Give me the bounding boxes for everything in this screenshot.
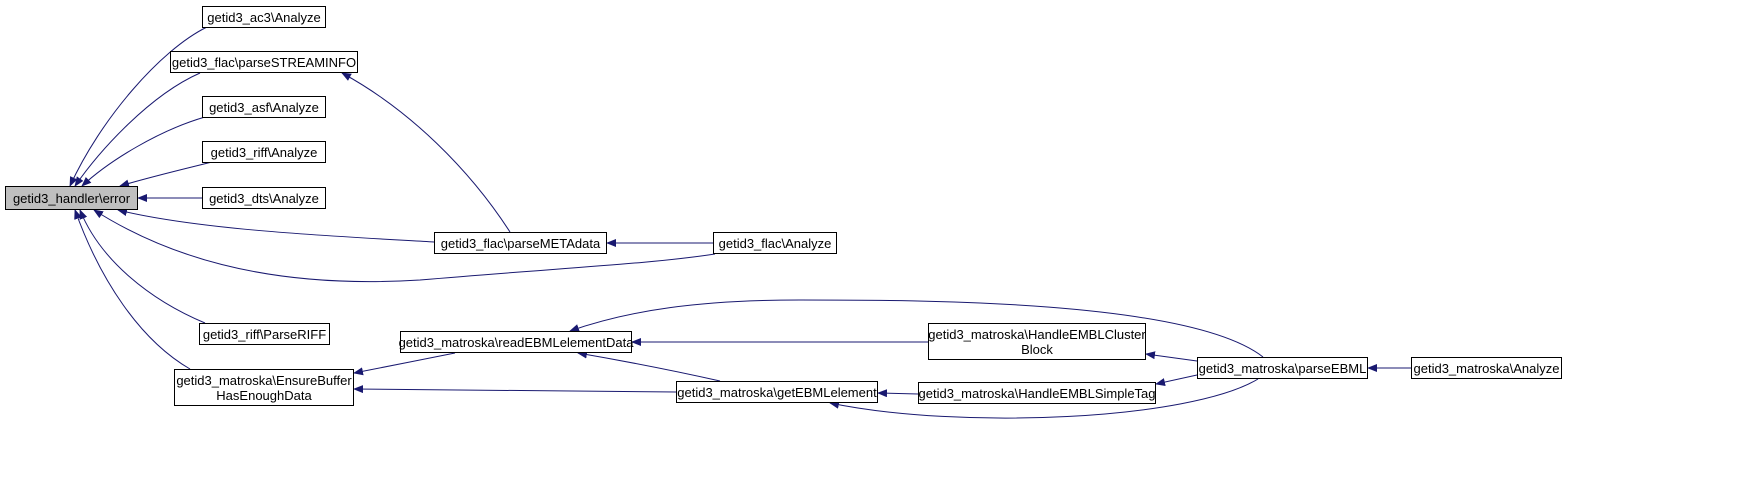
node-label: HasEnoughData	[216, 387, 312, 403]
edge-ac3-to-root	[69, 26, 208, 187]
node-riffan[interactable]: getid3_riff\Analyze	[202, 141, 326, 163]
node-mkread[interactable]: getid3_matroska\readEBMLelementData	[398, 331, 634, 353]
node-ac3[interactable]: getid3_ac3\Analyze	[202, 6, 326, 28]
edge-mkparse-to-mkread	[569, 299, 1264, 358]
edge-mkread-to-mkensure	[353, 352, 456, 376]
node-label: Block	[1021, 341, 1053, 357]
node-mkan[interactable]: getid3_matroska\Analyze	[1411, 357, 1562, 379]
node-label: getid3_matroska\parseEBML	[1198, 360, 1367, 376]
edge-mkparse-to-mkcluster	[1145, 351, 1198, 362]
node-label: getid3_matroska\getEBMLelement	[677, 384, 877, 400]
edge-flacsi-to-root	[74, 72, 201, 187]
edge-mksimple-to-mkget	[877, 389, 919, 398]
edge-mkparse-to-mkget	[829, 378, 1259, 419]
edge-flacan-to-root	[93, 209, 716, 283]
edge-asf-to-root	[81, 116, 206, 187]
node-label: getid3_flac\parseMETAdata	[440, 235, 601, 251]
edge-flacmeta-to-root	[117, 208, 435, 243]
edge-flacmeta-to-flacsi	[341, 72, 511, 233]
node-label: getid3_dts\Analyze	[209, 190, 319, 206]
node-label: getid3_handler\error	[12, 190, 131, 206]
node-asf[interactable]: getid3_asf\Analyze	[202, 96, 326, 118]
node-label: getid3_riff\Analyze	[210, 144, 318, 160]
edge-riffparse-to-root	[79, 209, 206, 324]
edge-mkget-to-mkensure	[353, 385, 677, 394]
edge-mkparse-to-mksimple	[1155, 374, 1198, 386]
node-mkget[interactable]: getid3_matroska\getEBMLelement	[676, 381, 878, 403]
node-label: getid3_riff\ParseRIFF	[202, 326, 327, 342]
node-flacsi[interactable]: getid3_flac\parseSTREAMINFO	[170, 51, 358, 73]
node-root: getid3_handler\error	[5, 186, 138, 210]
edge-mkget-to-mkread	[577, 350, 721, 382]
node-label: getid3_flac\parseSTREAMINFO	[171, 54, 357, 70]
node-flacan[interactable]: getid3_flac\Analyze	[713, 232, 837, 254]
node-label: getid3_matroska\EnsureBuffer	[176, 372, 352, 388]
edge-riffan-to-root	[119, 161, 213, 188]
node-label: getid3_matroska\HandleEMBLSimpleTag	[918, 385, 1156, 401]
node-label: getid3_matroska\Analyze	[1413, 360, 1560, 376]
node-riffparse[interactable]: getid3_riff\ParseRIFF	[199, 323, 330, 345]
node-label: getid3_asf\Analyze	[209, 99, 319, 115]
edge-mkensure-to-root	[74, 209, 191, 370]
node-mksimple[interactable]: getid3_matroska\HandleEMBLSimpleTag	[918, 382, 1156, 404]
node-flacmeta[interactable]: getid3_flac\parseMETAdata	[434, 232, 607, 254]
node-label: getid3_ac3\Analyze	[207, 9, 321, 25]
node-dts[interactable]: getid3_dts\Analyze	[202, 187, 326, 209]
node-mkparse[interactable]: getid3_matroska\parseEBML	[1197, 357, 1368, 379]
node-label: getid3_matroska\readEBMLelementData	[398, 334, 634, 350]
node-label: getid3_matroska\HandleEMBLCluster	[928, 326, 1146, 342]
node-label: getid3_flac\Analyze	[718, 235, 832, 251]
